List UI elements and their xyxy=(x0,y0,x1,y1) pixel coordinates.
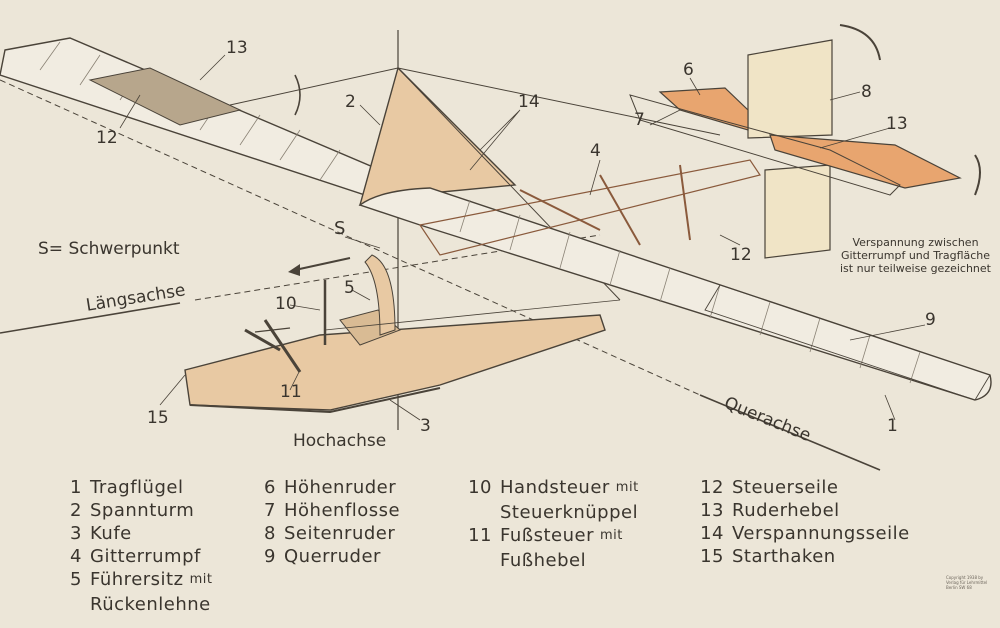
cg-s-label: S xyxy=(334,218,346,239)
direction-arrow xyxy=(294,257,351,271)
control-cable xyxy=(324,299,621,331)
callout-15: 15 xyxy=(147,408,169,428)
bracing-note-line-3: ist nur teilweise gezeichnet xyxy=(840,262,991,275)
legend-item: Steuerknüppel xyxy=(500,502,639,523)
right-elevator xyxy=(769,134,962,189)
callout-1: 1 xyxy=(887,416,898,436)
callout-13-tail: 13 xyxy=(886,114,908,134)
callout-14: 14 xyxy=(518,92,540,112)
fuselage-struts xyxy=(519,164,691,246)
fin xyxy=(747,39,833,139)
pylon xyxy=(359,66,517,206)
callout-13-wing: 13 xyxy=(226,38,248,58)
callout-2: 2 xyxy=(345,92,356,112)
legend-item: Fußhebel xyxy=(500,550,587,571)
pylon-cable-1 xyxy=(229,67,399,106)
callout-9: 9 xyxy=(925,310,936,330)
cg-label: S= Schwerpunkt xyxy=(38,239,180,259)
longitudinal-axis-line xyxy=(0,302,181,334)
stabilizer xyxy=(629,94,901,196)
callout-12-tail: 12 xyxy=(730,245,752,265)
lateral-axis-line xyxy=(0,79,701,396)
lattice-fuselage xyxy=(419,159,761,256)
rudder xyxy=(764,164,831,259)
callout-12-wing: 12 xyxy=(96,128,118,148)
callout-6: 6 xyxy=(683,60,694,80)
callout-10: 10 xyxy=(275,294,297,314)
forward-arrow xyxy=(254,327,291,333)
seat-back xyxy=(364,254,396,336)
left-elevator xyxy=(658,87,749,131)
pylon-cable-3 xyxy=(397,67,721,136)
callout-8: 8 xyxy=(861,82,872,102)
bracing-note: Verspannung zwischen Gitterrumpf und Tra… xyxy=(840,236,991,275)
callout-11: 11 xyxy=(280,382,302,402)
aileron-arrow xyxy=(294,74,301,116)
left-aileron-bay xyxy=(88,67,242,126)
lateral-axis-line-2 xyxy=(699,394,881,471)
right-aileron xyxy=(704,284,991,401)
bracing-note-line-2: Gitterrumpf und Tragfläche xyxy=(840,249,991,262)
direction-arrow-head xyxy=(288,264,300,276)
foot-pedals xyxy=(244,319,302,373)
vertical-axis-label: Hochachse xyxy=(293,431,387,451)
copyright-note: Copyright 1938 by Verlag für Lehrmittel … xyxy=(946,575,988,590)
leader-lines xyxy=(119,54,926,421)
callout-5: 5 xyxy=(344,278,355,298)
bracing-note-line-1: Verspannung zwischen xyxy=(852,236,979,249)
legend-item: Rückenlehne xyxy=(90,594,211,615)
callout-7: 7 xyxy=(634,110,645,130)
rudder-arrow xyxy=(839,24,881,61)
callout-3: 3 xyxy=(420,416,431,436)
callout-4: 4 xyxy=(590,141,601,161)
elevator-arrow xyxy=(974,154,981,196)
skid-runner xyxy=(189,387,441,414)
